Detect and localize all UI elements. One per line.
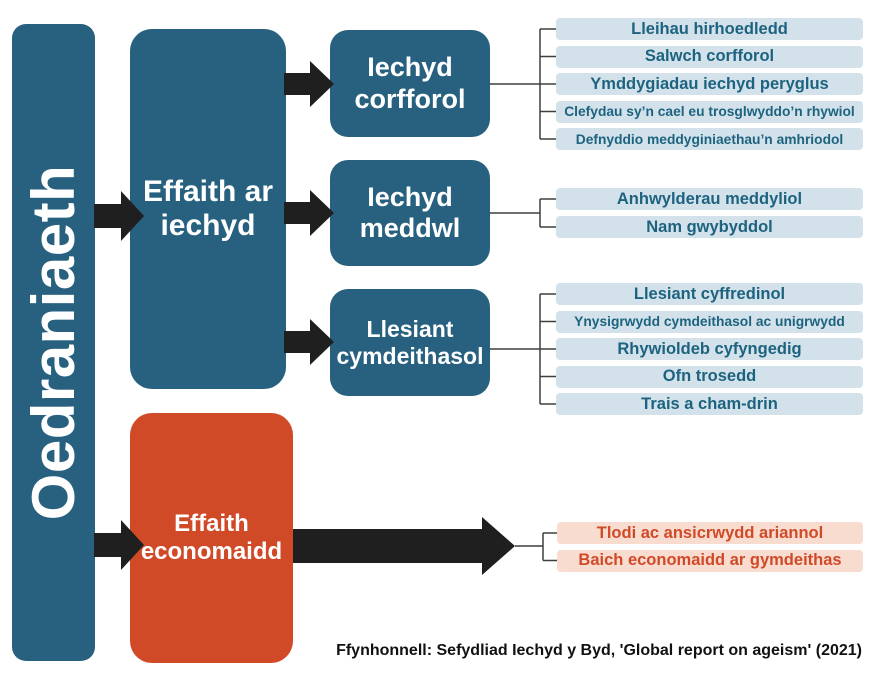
leaf-item: Trais a cham-drin xyxy=(556,393,863,415)
subbranch-label: Iechyd meddwl xyxy=(359,181,461,243)
leaf-item: Rhywioldeb cyfyngedig xyxy=(556,338,863,360)
subbranch-iechyd-corfforol: Iechyd corfforol xyxy=(330,30,490,137)
source-attribution: Ffynhonnell: Sefydliad Iechyd y Byd, 'Gl… xyxy=(336,642,862,659)
leaf-item: Defnyddio meddyginiaethau’n amhriodol xyxy=(556,128,863,150)
leaf-item: Anhwylderau meddyliol xyxy=(556,188,863,210)
subbranch-llesiant-cymdeithasol: Llesiant cymdeithasol xyxy=(330,289,490,396)
leaf-item: Ofn trosedd xyxy=(556,365,863,388)
arrow-right-icon xyxy=(284,319,334,365)
leaf-item: Tlodi ac ansicrwydd ariannol xyxy=(557,522,863,544)
arrow-right-thick-icon xyxy=(293,517,515,575)
arrow-right-icon xyxy=(94,520,144,570)
leaf-item: Nam gwybyddol xyxy=(556,216,863,238)
subbranch-label: Llesiant cymdeithasol xyxy=(336,316,484,369)
branch-label: Effaith economaidd xyxy=(140,510,283,565)
leaf-item: Ymddygiadau iechyd peryglus xyxy=(556,73,863,95)
arrow-right-icon xyxy=(284,190,334,236)
branch-label: Effaith ar iechyd xyxy=(142,174,274,243)
leaf-item: Salwch corfforol xyxy=(556,45,863,68)
arrow-right-icon xyxy=(284,61,334,107)
leaf-item: Lleihau hirhoedledd xyxy=(556,18,863,40)
leaf-item: Baich economaidd ar gymdeithas xyxy=(557,549,863,572)
leaf-item: Clefydau sy’n cael eu trosglwyddo’n rhyw… xyxy=(556,100,863,123)
branch-effaith-economaidd: Effaith economaidd xyxy=(130,413,293,663)
root-node-oedraniaeth: Oedraniaeth xyxy=(12,24,95,661)
subbranch-label: Iechyd corfforol xyxy=(354,52,466,114)
leaf-item: Ynysigrwydd cymdeithasol ac unigrwydd xyxy=(556,310,863,333)
leaf-item: Llesiant cyffredinol xyxy=(556,283,863,305)
branch-effaith-ar-iechyd: Effaith ar iechyd xyxy=(130,29,286,389)
subbranch-iechyd-meddwl: Iechyd meddwl xyxy=(330,160,490,266)
diagram-title: Oedraniaeth xyxy=(20,164,87,521)
arrow-right-icon xyxy=(94,191,144,241)
